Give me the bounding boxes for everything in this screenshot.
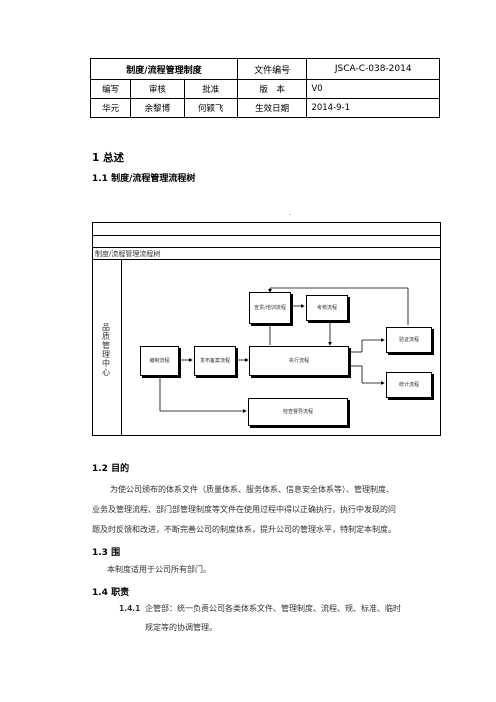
approved-by: 何颖飞 [183,98,238,118]
effective-label: 生效日期 [236,98,308,118]
section-1-4-heading: 1.4 职责 [92,588,130,598]
purpose-line-1: 为使公司颁布的体系文件（质量体系、服务体系、信息安全体系等）、管理制度、 [110,485,394,494]
divider-line [93,247,440,248]
section-1-1-heading: 1.1 制度/流程管理流程树 [92,174,196,184]
divider-line [93,259,440,260]
flow-box-assess: 考核流程 [306,295,348,321]
purpose-line-2: 业务及管理流程、部门部管理制度等文件在使用过程中得以正确执行，执行中发现的问 [92,505,396,514]
flow-box-inspect: 检查督导流程 [248,398,348,426]
flow-box-solicit: 宣贯/培训流程 [249,292,291,324]
section-1-heading: 1 总述 [92,152,124,164]
item-1-4-1-line-2: 规定等的协调管理。 [145,623,217,632]
item-1-4-1-line-1: 企管部：统一负责公司各类体系文件、管理制度、流程、规、标准、临时 [145,604,401,613]
effective-value: 2014-9-1 [306,98,440,118]
document-header-table: 制度/流程管理制度 文件编号 JSCA-C-038-2014 编写 审核 批准 … [89,58,440,118]
lane-divider [121,259,122,435]
lane-label: 品质管理中心 [102,323,110,377]
flow-box-execute: 执行流程 [249,346,349,376]
scope-text: 本制度适用于公司所有部门。 [107,565,211,574]
tree-title: 制度/流程管理流程树 [95,250,161,258]
divider-line [93,235,440,236]
flow-box-publish: 发布备案流程 [194,346,236,376]
purpose-line-3: 题及时反馈和改进，不断完善公司的制度体系，提升公司的管理水平，特制定本制度。 [92,525,396,534]
flow-box-compile: 编制流程 [140,346,179,376]
flow-diagram: 制度/流程管理流程树 品质管理中心 [92,222,441,436]
section-1-2-heading: 1.2 目的 [92,464,130,474]
page-dot: · [289,212,291,219]
flow-box-statistics: 统计流程 [386,372,432,398]
section-1-3-heading: 1.3 围 [92,548,121,558]
item-1-4-1-number: 1.4.1 [119,604,141,613]
flow-box-verify: 验证流程 [386,327,432,353]
